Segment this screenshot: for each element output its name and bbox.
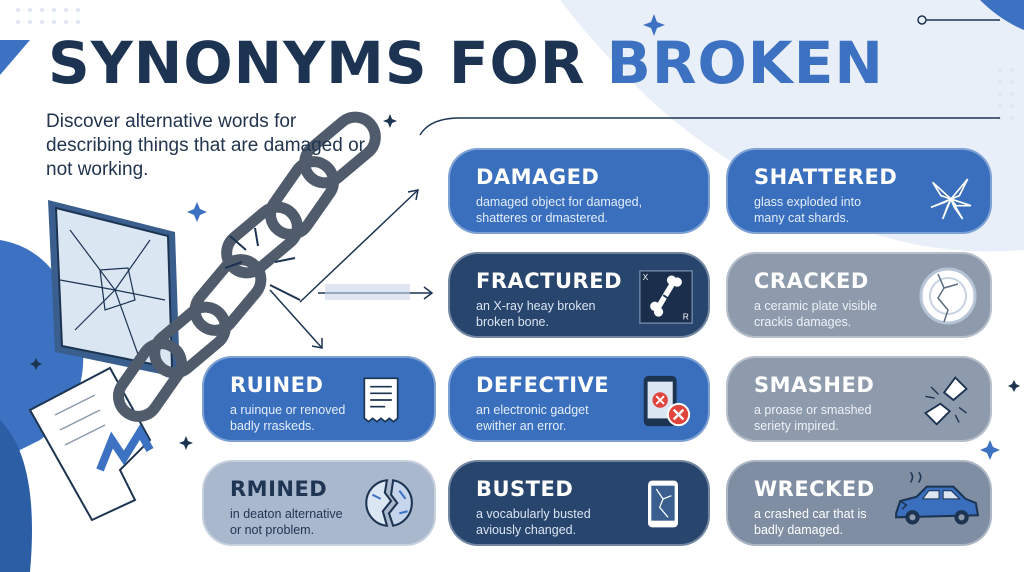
card-damaged: DAMAGED damaged object for damaged, shat… bbox=[448, 148, 710, 234]
card-description: glass exploded into bbox=[754, 195, 862, 209]
card-shattered: SHATTERED glass exploded into many cat s… bbox=[726, 148, 992, 234]
card-description: badly rraskeds. bbox=[230, 419, 315, 433]
svg-text:X: X bbox=[643, 272, 649, 282]
xray-bone-icon: X R bbox=[639, 270, 693, 324]
card-title: SHATTERED bbox=[754, 165, 898, 189]
card-description: damaged object for damaged, bbox=[476, 195, 643, 209]
card-title: RUINED bbox=[230, 373, 324, 397]
page-title: SYNONYMS FOR BROKEN bbox=[48, 29, 884, 97]
card-title: RMINED bbox=[230, 477, 328, 501]
card-description: a vocabularly busted bbox=[476, 507, 591, 521]
card-cracked: CRACKED a ceramic plate visible crackis … bbox=[726, 252, 992, 338]
broken-chain-icon bbox=[113, 111, 381, 422]
card-defective: DEFECTIVE an electronic gadget ewither a… bbox=[448, 356, 710, 442]
cracked-phone-icon bbox=[648, 480, 678, 528]
card-fractured: FRACTURED an X-ray heay broken broken bo… bbox=[448, 252, 710, 338]
torn-paper-icon bbox=[28, 366, 154, 522]
card-rmined: RMINED in deaton alternative or not prob… bbox=[202, 460, 436, 546]
card-title: CRACKED bbox=[754, 269, 869, 293]
page-subtitle: Discover alternative words for describin… bbox=[46, 111, 365, 180]
sparkle-icon bbox=[187, 14, 1000, 460]
broken-globe-icon bbox=[365, 479, 413, 527]
card-title: DAMAGED bbox=[476, 165, 600, 189]
phone-error-icon bbox=[643, 375, 691, 427]
cracked-plate-icon bbox=[919, 267, 977, 325]
card-description: shatteres or dmastered. bbox=[476, 211, 609, 225]
card-description: a crashed car that is bbox=[754, 507, 867, 521]
card-description: aviously changed. bbox=[476, 523, 577, 537]
card-ruined: RUINED a ruinque or renoved badly rraske… bbox=[202, 356, 436, 442]
card-busted: BUSTED a vocabularly busted aviously cha… bbox=[448, 460, 710, 546]
card-description: a ceramic plate visible bbox=[754, 299, 877, 313]
card-description: a proase or smashed bbox=[754, 403, 872, 417]
card-description: ewither an error. bbox=[476, 419, 567, 433]
card-description: many cat shards. bbox=[754, 211, 850, 225]
card-title: WRECKED bbox=[754, 477, 875, 501]
broken-chain-illustration bbox=[28, 111, 434, 522]
card-description: or not problem. bbox=[230, 523, 315, 537]
shards-icon bbox=[930, 178, 972, 220]
card-description: a ruinque or renoved bbox=[230, 403, 346, 417]
card-title: BUSTED bbox=[476, 477, 574, 501]
card-title: SMASHED bbox=[754, 373, 875, 397]
svg-text:R: R bbox=[683, 311, 689, 321]
wrecked-car-icon bbox=[895, 472, 980, 525]
card-description: seriety impired. bbox=[754, 419, 839, 433]
cracked-window-icon bbox=[48, 200, 180, 378]
card-description: in deaton alternative bbox=[230, 507, 343, 521]
card-smashed: SMASHED a proase or smashed seriety impi… bbox=[726, 356, 992, 442]
card-description: crackis damages. bbox=[754, 315, 852, 329]
card-description: badly damaged. bbox=[754, 523, 843, 537]
card-title: DEFECTIVE bbox=[476, 373, 610, 397]
card-description: broken bone. bbox=[476, 315, 549, 329]
card-title: FRACTURED bbox=[476, 269, 623, 293]
smashed-object-icon bbox=[923, 376, 968, 426]
card-wrecked: WRECKED a crashed car that is badly dama… bbox=[726, 460, 992, 546]
card-description: an electronic gadget bbox=[476, 403, 589, 417]
receipt-icon bbox=[363, 377, 399, 423]
card-description: an X-ray heay broken bbox=[476, 299, 596, 313]
title-accent: BROKEN bbox=[606, 29, 884, 97]
